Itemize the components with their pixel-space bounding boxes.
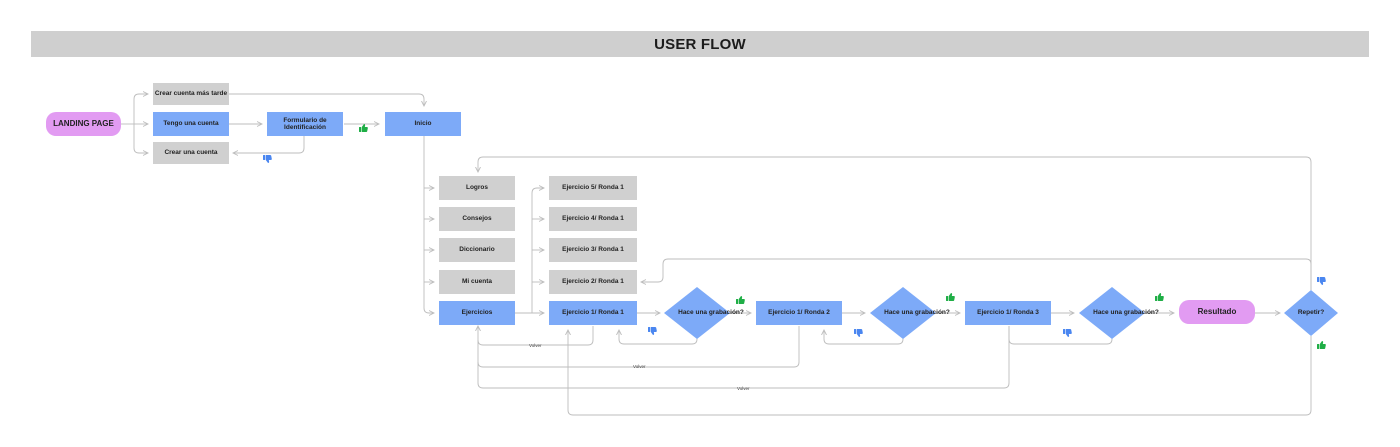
thumbs-down-icon (263, 155, 272, 163)
node-consejos: Consejos (439, 207, 515, 231)
decision-grabacion-2: Hace una grabación? (870, 287, 950, 339)
node-ejercicio-1-ronda-1: Ejercicio 1/ Ronda 1 (549, 301, 637, 325)
title-bar: USER FLOW (31, 31, 1369, 57)
decision-diamond (664, 287, 730, 339)
node-diccionario: Diccionario (439, 238, 515, 262)
edge (229, 93, 424, 106)
edge (641, 258, 1312, 290)
node-ejercicio-2: Ejercicio 2/ Ronda 1 (549, 270, 637, 294)
node-crear-cuenta-mas-tarde: Crear cuenta más tarde (153, 83, 229, 105)
edge (619, 330, 698, 345)
decision-label: Hace una grabación? (1093, 309, 1159, 317)
thumbs-up-icon (736, 296, 745, 304)
decision-diamond (1079, 287, 1145, 339)
edge (133, 124, 148, 153)
edge (477, 326, 1010, 389)
thumbs-down-icon (648, 327, 657, 335)
edge (531, 188, 544, 313)
edge (233, 136, 305, 153)
node-ejercicio-1-ronda-3: Ejercicio 1/ Ronda 3 (965, 301, 1051, 325)
thumbs-down-icon (1063, 329, 1072, 337)
thumbs-down-icon (1317, 277, 1326, 285)
node-formulario: Formulario de Identificación (267, 112, 343, 136)
node-logros: Logros (439, 176, 515, 200)
node-tengo-una-cuenta: Tengo una cuenta (153, 112, 229, 136)
decision-grabacion-3: Hace una grabación? (1079, 287, 1159, 339)
edge (478, 156, 1312, 290)
edge (133, 94, 148, 124)
node-ejercicios: Ejercicios (439, 301, 515, 325)
node-ejercicio-3: Ejercicio 3/ Ronda 1 (549, 238, 637, 262)
thumbs-up-icon (1317, 341, 1326, 349)
edge (824, 330, 904, 345)
decision-label: Repetir? (1297, 309, 1325, 317)
decision-repetir: Repetir? (1284, 290, 1338, 336)
node-ejercicio-1-ronda-2: Ejercicio 1/ Ronda 2 (756, 301, 842, 325)
thumbs-up-icon (946, 293, 955, 301)
volver-label: Volver (737, 386, 750, 391)
node-mi-cuenta: Mi cuenta (439, 270, 515, 294)
node-resultado: Resultado (1179, 300, 1255, 324)
decision-diamond (870, 287, 936, 339)
thumbs-down-icon (854, 329, 863, 337)
decision-label: Hace una grabación? (678, 309, 744, 317)
node-ejercicio-4: Ejercicio 4/ Ronda 1 (549, 207, 637, 231)
decision-grabacion-1: Hace una grabación? (664, 287, 744, 339)
volver-label: Volver (529, 343, 542, 348)
edge (568, 330, 1312, 416)
page-title: USER FLOW (654, 35, 746, 53)
node-landing-page: LANDING PAGE (46, 112, 121, 136)
node-ejercicio-5: Ejercicio 5/ Ronda 1 (549, 176, 637, 200)
node-inicio: Inicio (385, 112, 461, 136)
edge (423, 136, 434, 313)
volver-label: Volver (633, 364, 646, 369)
thumbs-up-icon (1155, 293, 1164, 301)
decision-diamond (1284, 290, 1338, 336)
thumbs-up-icon (359, 124, 368, 132)
decision-label: Hace una grabación? (884, 309, 950, 317)
node-crear-una-cuenta: Crear una cuenta (153, 142, 229, 164)
